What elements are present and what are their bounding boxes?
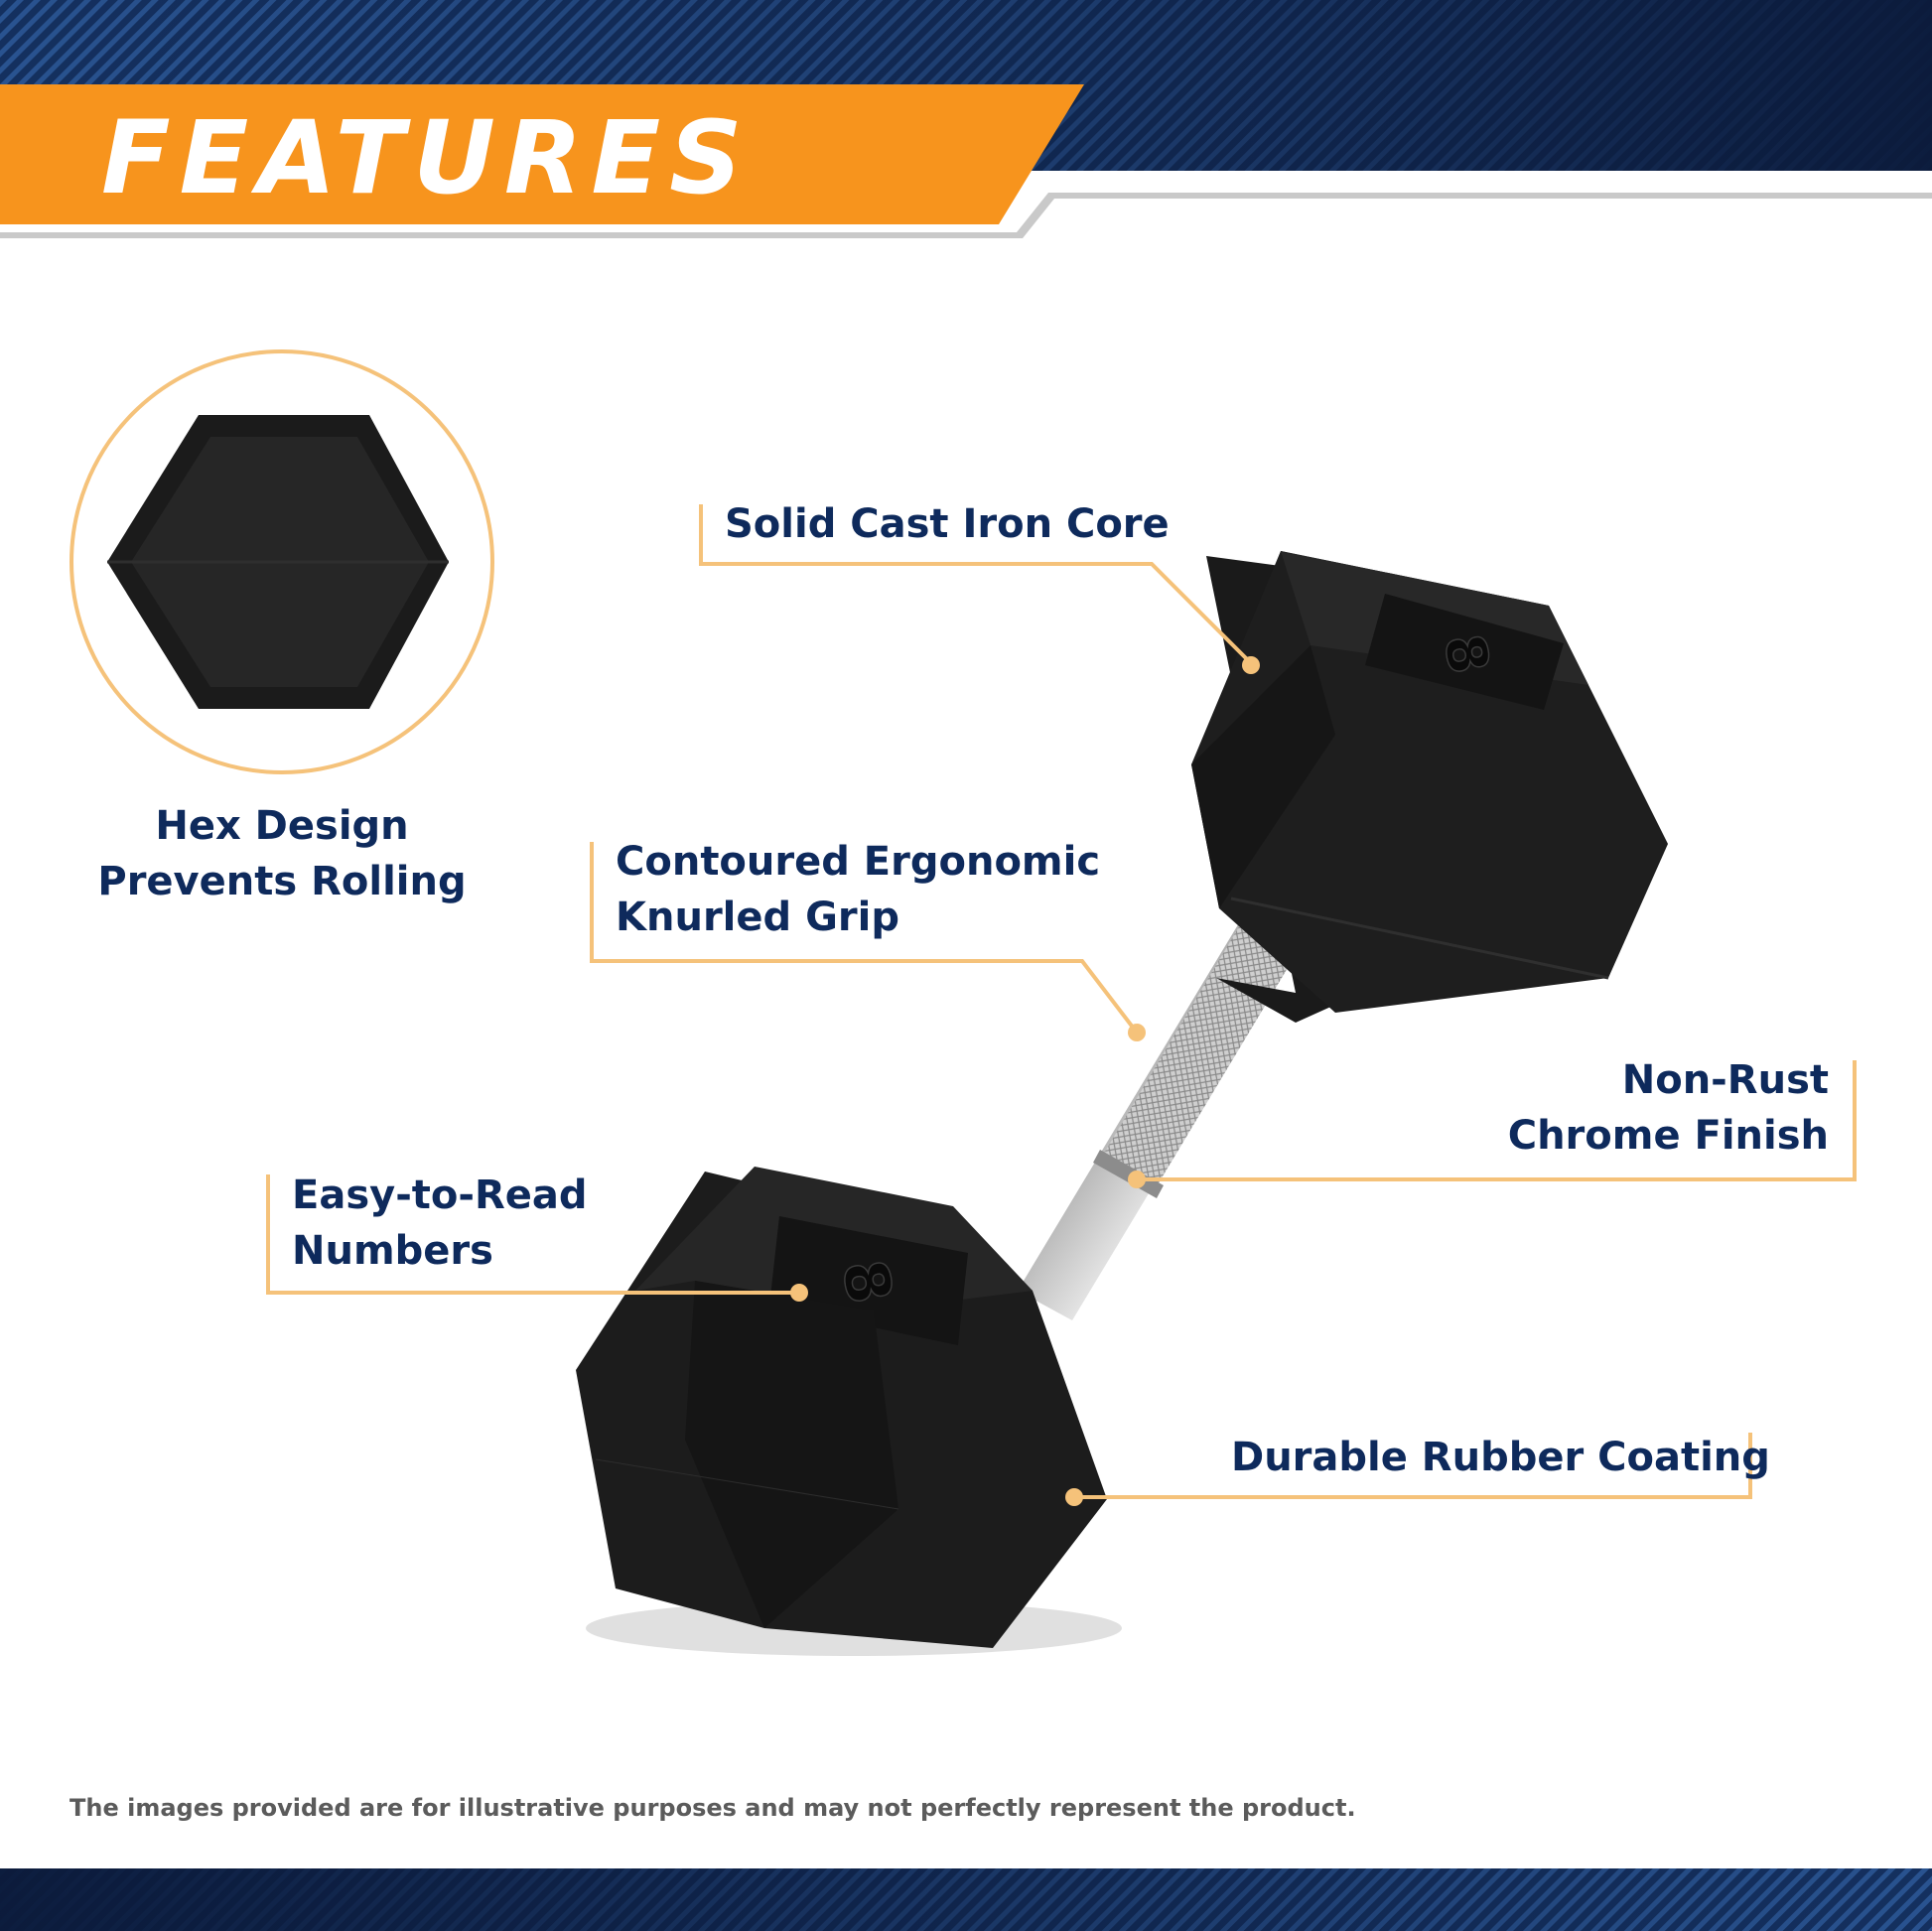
callout-core-line1: Solid Cast Iron Core (725, 501, 1170, 547)
leader-core (699, 504, 1253, 665)
callout-chrome-line2: Chrome Finish (1507, 1113, 1829, 1159)
callout-hex-line1: Hex Design (155, 803, 409, 849)
callout-rubber-line1: Durable Rubber Coating (1231, 1435, 1770, 1480)
lower-dumbbell-head (576, 1167, 1107, 1648)
title-ribbon (0, 84, 1084, 224)
leader-rubber (1074, 1433, 1752, 1499)
upper-dumbbell-head (1191, 551, 1668, 1023)
callout-knurled-grip: Contoured Ergonomic Knurled Grip (616, 834, 1100, 945)
leader-numbers (266, 1174, 799, 1295)
leader-grip (590, 842, 1139, 1034)
callout-rubber-coating: Durable Rubber Coating (1231, 1430, 1770, 1485)
knurled-grip (1102, 903, 1309, 1186)
header-banner (0, 0, 1932, 238)
leader-lines (266, 504, 1857, 1499)
callout-grip-line1: Contoured Ergonomic (616, 839, 1101, 885)
disclaimer-text: The images provided are for illustrative… (69, 1794, 1356, 1822)
callout-chrome-line1: Non-Rust (1621, 1057, 1829, 1103)
callout-numbers-line1: Easy-to-Read (292, 1172, 588, 1218)
page-title: FEATURES (101, 99, 752, 217)
callout-hex-line2: Prevents Rolling (97, 859, 467, 904)
leader-dots (790, 656, 1260, 1506)
callout-easy-to-read: Easy-to-Read Numbers (292, 1168, 588, 1279)
callout-cast-iron-core: Solid Cast Iron Core (725, 496, 1170, 552)
callout-grip-line2: Knurled Grip (616, 895, 899, 940)
weight-plate-upper (1365, 594, 1564, 710)
callout-numbers-line2: Numbers (292, 1228, 493, 1274)
leader-chrome (1137, 1060, 1857, 1181)
callout-chrome-finish: Non-Rust Chrome Finish (1430, 1052, 1829, 1164)
callout-hex-design: Hex Design Prevents Rolling (83, 798, 481, 909)
footer-band (0, 1868, 1932, 1931)
hex-inset (69, 349, 494, 774)
